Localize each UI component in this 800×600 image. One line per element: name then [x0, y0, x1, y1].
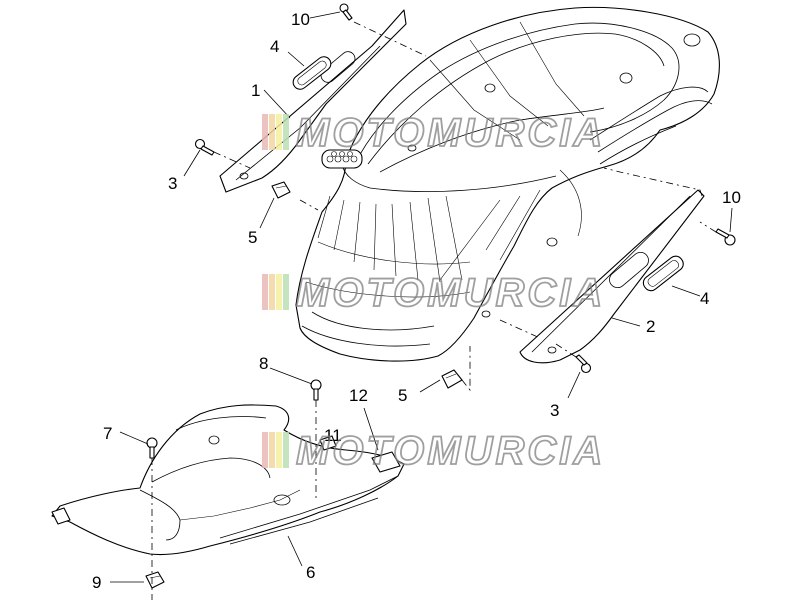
screw-3-left — [194, 138, 215, 156]
watermark-stripe — [283, 432, 289, 468]
watermark-stripe — [262, 432, 268, 468]
watermark-middle: MOTOMURCIA — [262, 270, 605, 316]
callout-3-left: 3 — [168, 174, 177, 193]
watermark-stripes — [262, 432, 289, 468]
watermark-stripes — [262, 274, 289, 310]
callout-2: 2 — [646, 317, 655, 336]
callout-9: 9 — [92, 573, 101, 592]
badge-left — [292, 56, 332, 90]
right-side-panel — [519, 189, 705, 364]
watermark-stripe — [262, 114, 268, 150]
tail-light-grille — [321, 149, 363, 169]
callout-12: 12 — [349, 386, 368, 405]
clip-nut-9 — [145, 571, 165, 589]
callout-7: 7 — [103, 424, 112, 443]
assembly-lines — [151, 21, 717, 600]
watermark-top: MOTOMURCIA — [262, 110, 605, 156]
watermark-stripe — [276, 432, 282, 468]
callout-10-top: 10 — [291, 10, 310, 29]
screw-10-right — [715, 228, 736, 246]
watermark-stripe — [269, 274, 275, 310]
callout-1: 1 — [251, 81, 260, 100]
screw-10-top — [339, 3, 353, 21]
watermark-stripe — [269, 432, 275, 468]
watermark-stripe — [269, 114, 275, 150]
watermark-text: MOTOMURCIA — [296, 111, 605, 155]
clip-nut-5-left — [271, 181, 291, 199]
screw-8 — [310, 379, 322, 401]
callout-labels: 1 2 3 3 4 4 5 5 6 7 8 9 10 10 11 12 — [92, 10, 741, 592]
screw-7 — [146, 437, 158, 459]
watermark-stripe — [283, 274, 289, 310]
watermark-bottom: MOTOMURCIA — [262, 428, 605, 474]
lower-belly-pan — [51, 404, 405, 556]
screw-3-right — [575, 354, 592, 374]
callout-10-right: 10 — [722, 188, 741, 207]
watermark-stripe — [262, 274, 268, 310]
watermark-text: MOTOMURCIA — [296, 271, 605, 315]
leader-lines — [110, 11, 733, 583]
callout-3-right: 3 — [550, 401, 559, 420]
callout-4-left: 4 — [270, 37, 279, 56]
watermark-stripe — [276, 114, 282, 150]
watermark-stripes — [262, 114, 289, 150]
watermark-text: MOTOMURCIA — [296, 429, 605, 473]
clip-nut-5-right — [441, 369, 463, 389]
rear-body-shell — [295, 6, 720, 362]
callout-6: 6 — [306, 563, 315, 582]
callout-11: 11 — [324, 426, 342, 445]
callout-4-right: 4 — [700, 289, 709, 308]
watermark-stripe — [283, 114, 289, 150]
watermark-stripe — [276, 274, 282, 310]
callout-5-left: 5 — [248, 228, 257, 247]
badge-right — [642, 255, 684, 292]
part-12-seal — [371, 451, 401, 473]
callout-8: 8 — [259, 354, 268, 373]
callout-5-right: 5 — [398, 386, 407, 405]
